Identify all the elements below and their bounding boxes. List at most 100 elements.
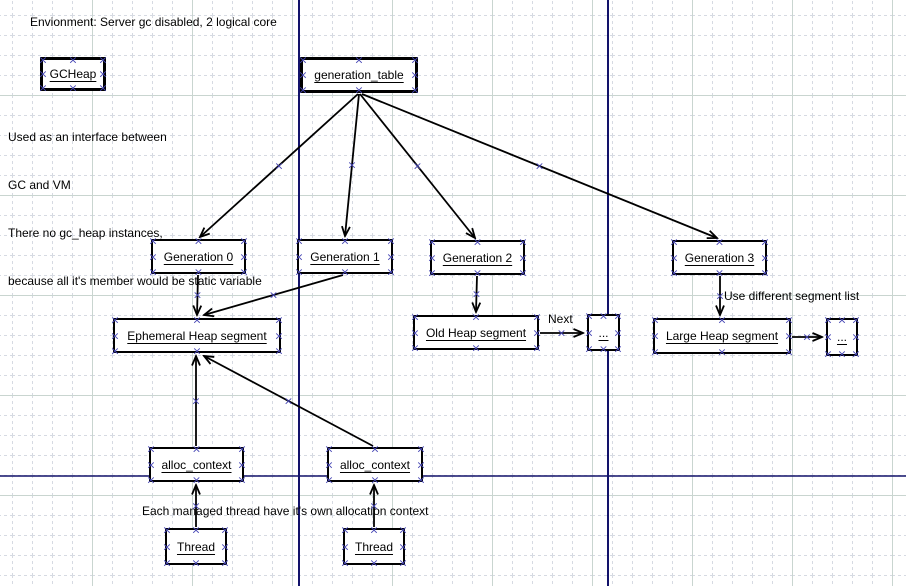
node-old-heap-next-segment[interactable]: ...×××××××× bbox=[584, 309, 622, 355]
connection-point[interactable]: × bbox=[191, 473, 202, 487]
connector-midpoint[interactable]: × bbox=[347, 158, 357, 172]
alloc-context-note[interactable]: Each managed thread have it's own alloca… bbox=[142, 504, 429, 518]
connector-midpoint[interactable]: × bbox=[369, 499, 379, 513]
connection-point[interactable]: × bbox=[38, 53, 48, 67]
node-generation-3[interactable]: Generation 3×××××××× bbox=[669, 237, 770, 279]
connection-point[interactable]: × bbox=[148, 265, 158, 279]
node-gcheap[interactable]: GCHeap×××××××× bbox=[38, 53, 108, 95]
connection-point[interactable]: × bbox=[340, 523, 350, 537]
connection-point[interactable]: × bbox=[237, 458, 247, 471]
next-edge-label[interactable]: Next bbox=[548, 312, 573, 326]
connection-point[interactable]: × bbox=[68, 81, 78, 95]
connection-point[interactable]: × bbox=[148, 234, 158, 248]
connection-point[interactable]: × bbox=[369, 556, 379, 570]
connector-midpoint[interactable]: × bbox=[715, 289, 725, 302]
connection-point[interactable]: × bbox=[193, 234, 204, 248]
connection-point[interactable]: × bbox=[294, 250, 304, 263]
connection-point[interactable]: × bbox=[784, 313, 794, 327]
connection-point[interactable]: × bbox=[427, 266, 437, 280]
connection-point[interactable]: × bbox=[823, 313, 833, 327]
arrow-gentable-to-generation2[interactable] bbox=[359, 93, 475, 238]
connection-point[interactable]: × bbox=[274, 344, 284, 358]
connection-point[interactable]: × bbox=[784, 345, 794, 359]
connection-point[interactable]: × bbox=[717, 345, 727, 359]
connection-point[interactable]: × bbox=[192, 344, 202, 358]
connection-point[interactable]: × bbox=[386, 234, 396, 248]
connection-point[interactable]: × bbox=[148, 250, 158, 263]
connection-point[interactable]: × bbox=[669, 266, 679, 280]
node-thread-left[interactable]: Thread×××××××× bbox=[162, 523, 229, 569]
connection-point[interactable]: × bbox=[191, 556, 201, 570]
connection-point[interactable]: × bbox=[416, 458, 426, 471]
connector-midpoint[interactable]: × bbox=[471, 287, 482, 301]
connection-point[interactable]: × bbox=[370, 442, 380, 456]
connection-point[interactable]: × bbox=[237, 442, 247, 456]
connection-point[interactable]: × bbox=[584, 309, 594, 323]
connection-point[interactable]: × bbox=[298, 53, 308, 67]
connection-point[interactable]: × bbox=[427, 235, 437, 249]
connection-point[interactable]: × bbox=[98, 81, 108, 95]
connection-point[interactable]: × bbox=[340, 556, 350, 570]
connection-point[interactable]: × bbox=[669, 251, 679, 264]
connection-point[interactable]: × bbox=[237, 473, 247, 487]
connection-point[interactable]: × bbox=[191, 523, 201, 537]
connection-point[interactable]: × bbox=[354, 53, 364, 67]
node-generation-table[interactable]: generation_table×××××××× bbox=[298, 53, 419, 97]
arrow-gentable-to-generation3[interactable] bbox=[361, 93, 717, 238]
connection-point[interactable]: × bbox=[324, 458, 334, 471]
connector-midpoint[interactable]: × bbox=[412, 159, 423, 173]
node-large-heap-next-segment[interactable]: ...×××××××× bbox=[823, 313, 860, 360]
connector-midpoint[interactable]: × bbox=[268, 288, 279, 302]
connection-point[interactable]: × bbox=[162, 540, 172, 553]
connection-point[interactable]: × bbox=[416, 442, 426, 456]
connector-midpoint[interactable]: × bbox=[191, 394, 201, 408]
arrow-gentable-to-generation1[interactable] bbox=[345, 93, 360, 236]
connection-point[interactable]: × bbox=[146, 473, 156, 487]
connection-point[interactable]: × bbox=[760, 266, 770, 280]
arrow-allocright-to-ephemeral[interactable] bbox=[204, 356, 374, 447]
connector-midpoint[interactable]: × bbox=[556, 326, 567, 340]
connection-point[interactable]: × bbox=[410, 326, 420, 339]
connection-point[interactable]: × bbox=[650, 345, 660, 359]
connection-point[interactable]: × bbox=[354, 83, 364, 97]
node-generation-2[interactable]: Generation 2×××××××× bbox=[427, 235, 528, 279]
arrow-generation0-to-ephemeral[interactable] bbox=[197, 274, 198, 315]
connection-point[interactable]: × bbox=[837, 347, 847, 361]
connector-midpoint[interactable]: × bbox=[191, 499, 201, 513]
connection-point[interactable]: × bbox=[274, 329, 284, 342]
connection-point[interactable]: × bbox=[294, 265, 304, 279]
connector-midpoint[interactable]: × bbox=[274, 159, 284, 172]
connector-midpoint[interactable]: × bbox=[802, 330, 812, 344]
connection-point[interactable]: × bbox=[340, 265, 350, 279]
connection-point[interactable]: × bbox=[532, 341, 542, 355]
connector-midpoint[interactable]: × bbox=[192, 288, 203, 302]
arrow-generation1-to-ephemeral[interactable] bbox=[204, 274, 344, 315]
connection-point[interactable]: × bbox=[760, 251, 770, 264]
connector-midpoint[interactable]: × bbox=[283, 394, 294, 408]
connection-point[interactable]: × bbox=[386, 250, 396, 263]
connection-point[interactable]: × bbox=[110, 313, 120, 327]
connection-point[interactable]: × bbox=[298, 83, 308, 97]
connection-point[interactable]: × bbox=[613, 342, 623, 356]
connection-point[interactable]: × bbox=[324, 442, 334, 456]
connection-point[interactable]: × bbox=[427, 251, 437, 264]
connection-point[interactable]: × bbox=[471, 341, 481, 355]
connection-point[interactable]: × bbox=[146, 458, 156, 471]
connection-point[interactable]: × bbox=[38, 67, 48, 81]
connection-point[interactable]: × bbox=[410, 341, 420, 355]
connection-point[interactable]: × bbox=[146, 442, 156, 456]
gcheap-note[interactable]: Used as an interface between GC and VM T… bbox=[8, 97, 262, 305]
arrow-gentable-to-generation0[interactable] bbox=[200, 93, 359, 237]
connection-point[interactable]: × bbox=[823, 330, 833, 344]
connection-point[interactable]: × bbox=[518, 251, 528, 264]
connection-point[interactable]: × bbox=[110, 344, 120, 358]
connection-point[interactable]: × bbox=[416, 473, 426, 487]
connection-point[interactable]: × bbox=[398, 523, 408, 537]
connection-point[interactable]: × bbox=[598, 342, 609, 356]
connection-point[interactable]: × bbox=[472, 266, 483, 280]
connection-point[interactable]: × bbox=[68, 53, 78, 67]
connection-point[interactable]: × bbox=[823, 347, 833, 361]
connection-point[interactable]: × bbox=[784, 329, 794, 343]
connection-point[interactable]: × bbox=[584, 342, 594, 356]
connection-point[interactable]: × bbox=[370, 473, 380, 487]
